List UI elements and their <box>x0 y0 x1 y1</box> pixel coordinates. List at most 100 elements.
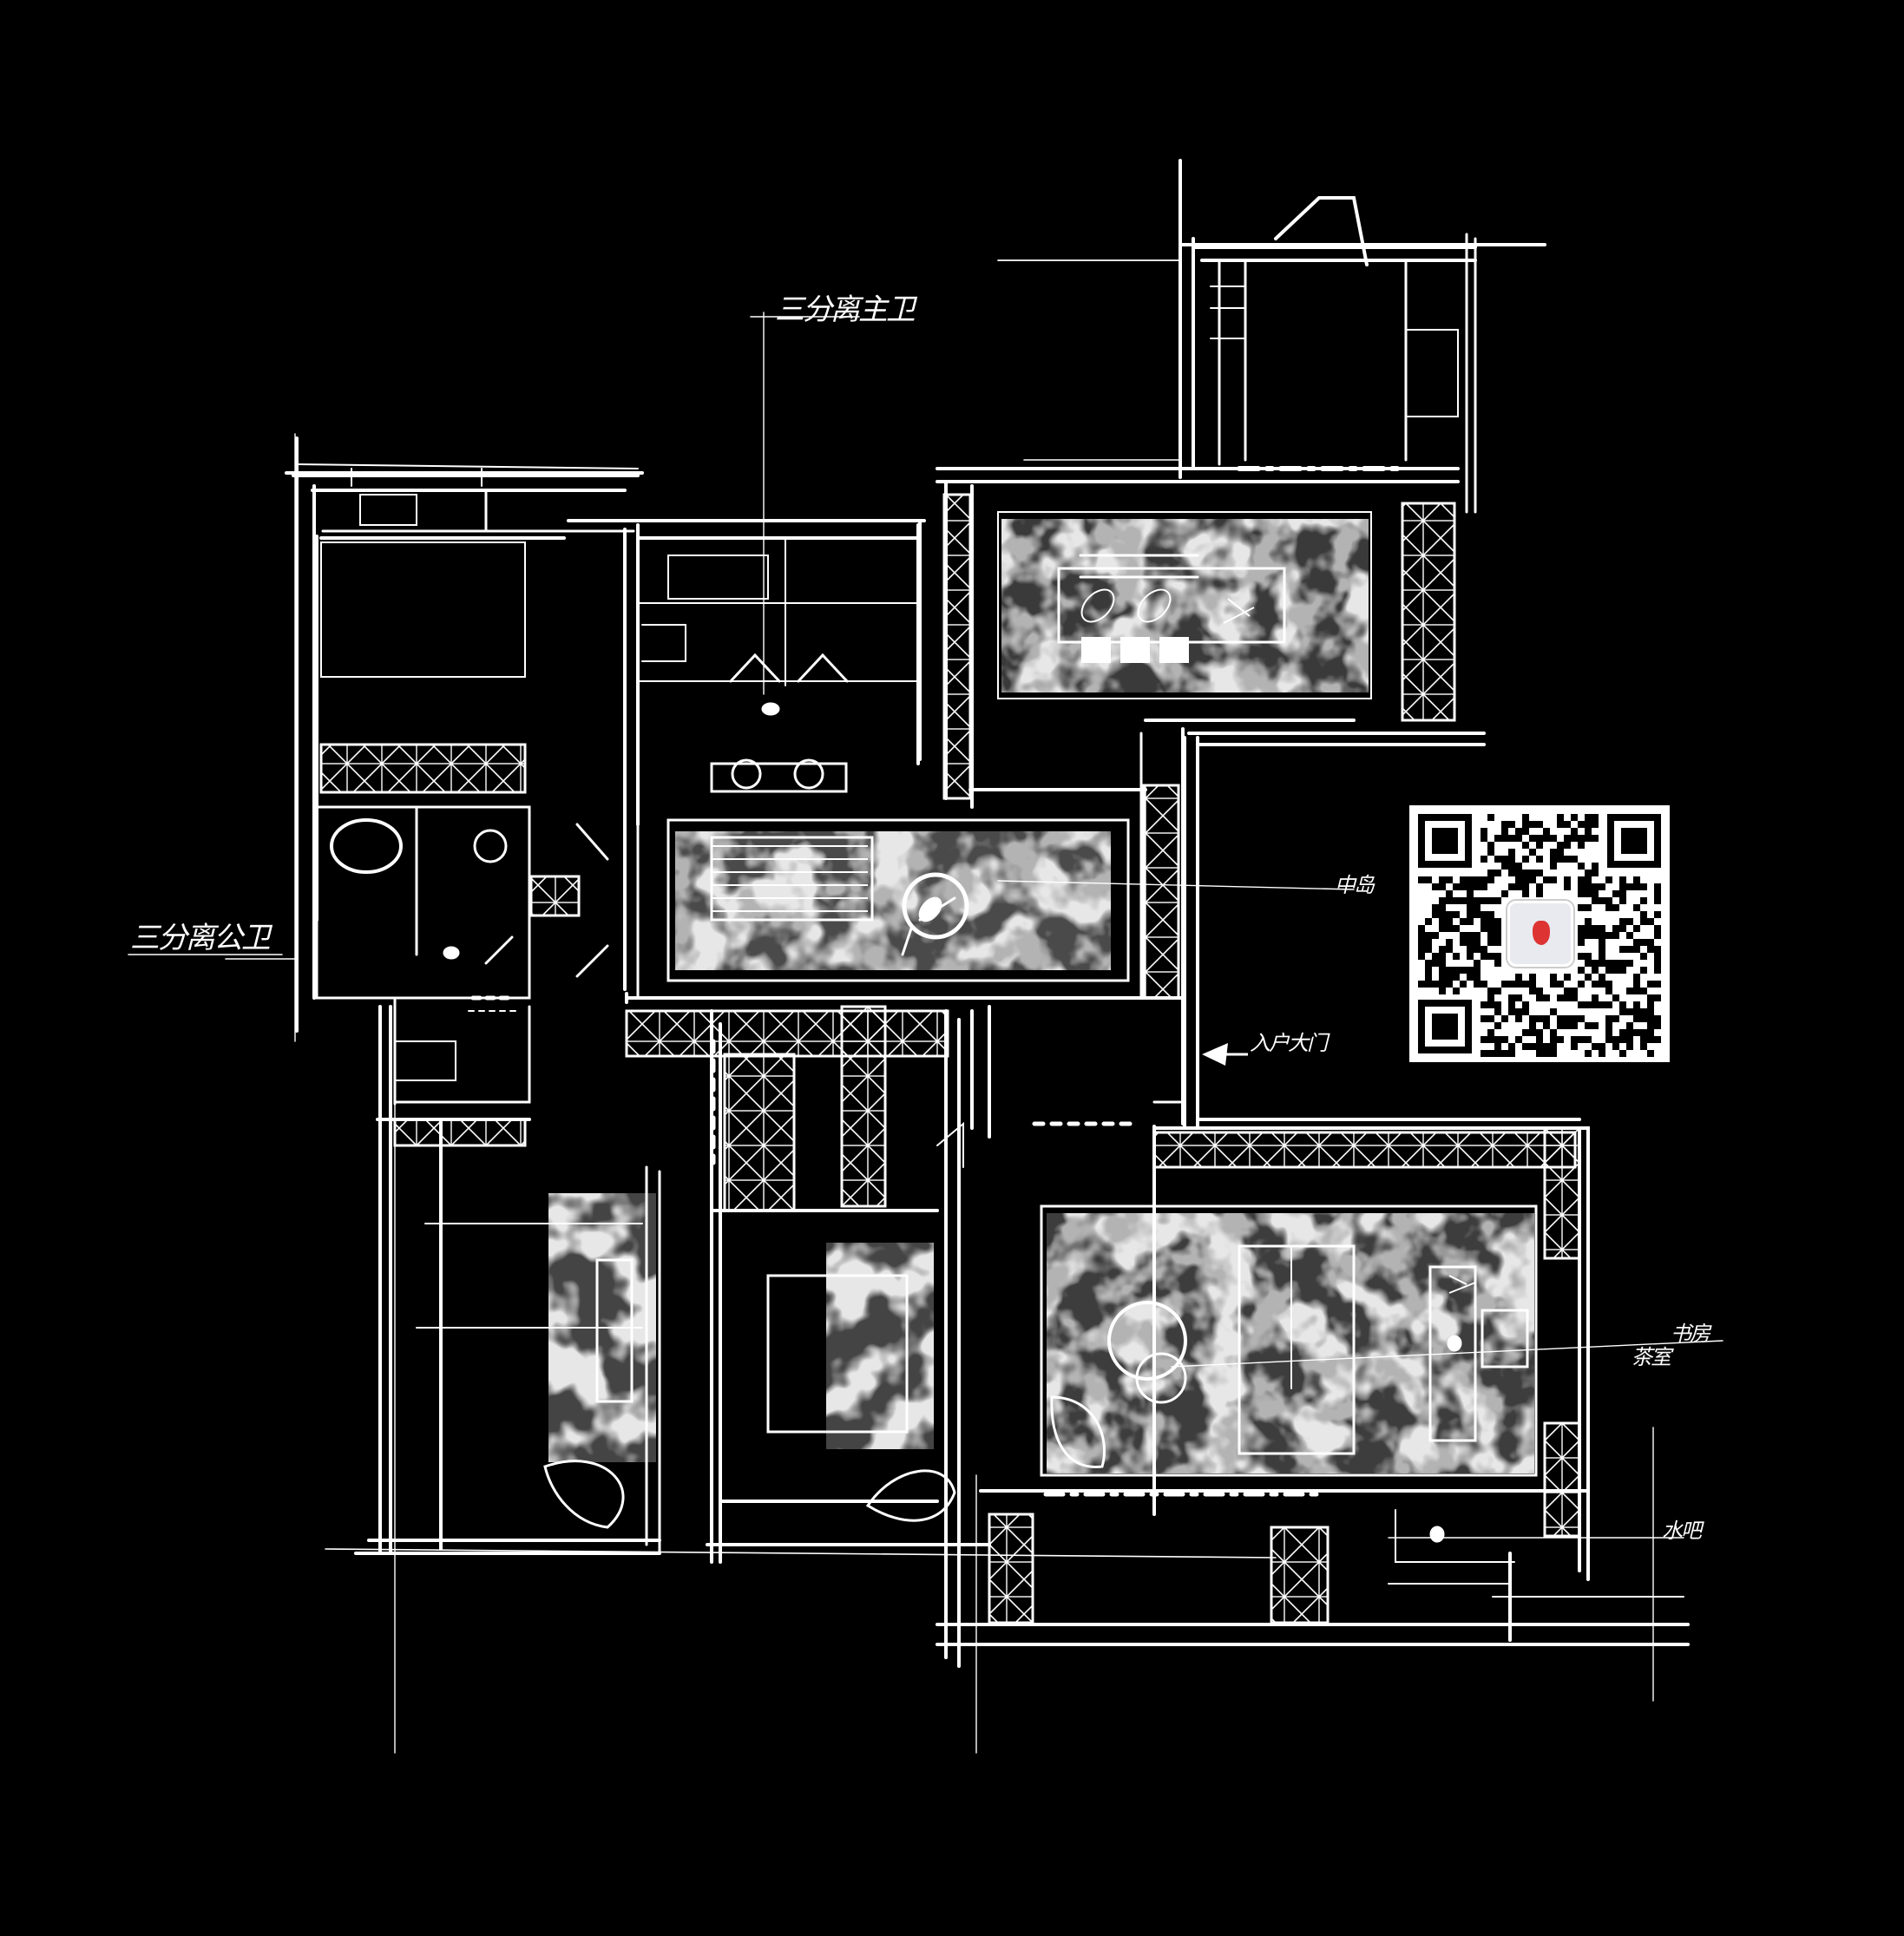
qr-module <box>1529 821 1536 828</box>
qr-module <box>1481 1036 1487 1043</box>
qr-module <box>1564 856 1571 863</box>
qr-module <box>1550 835 1557 842</box>
qr-module <box>1592 1043 1599 1050</box>
qr-module <box>1474 946 1481 953</box>
qr-module <box>1599 1050 1605 1057</box>
qr-module <box>1619 960 1626 967</box>
qr-module <box>1425 932 1432 939</box>
qr-module <box>1487 911 1494 918</box>
qr-module <box>1439 911 1446 918</box>
qr-module <box>1557 821 1564 828</box>
qr-module <box>1640 939 1647 946</box>
qr-module <box>1647 1001 1654 1008</box>
qr-module <box>1487 1015 1494 1022</box>
qr-module <box>1425 981 1432 988</box>
qr-module <box>1467 911 1474 918</box>
qr-module <box>1418 981 1425 988</box>
qr-module <box>1599 946 1605 953</box>
qr-module <box>1619 925 1626 932</box>
qr-module <box>1585 821 1592 828</box>
qr-module <box>1550 1029 1557 1036</box>
qr-module <box>1605 1029 1612 1036</box>
qr-module <box>1501 1036 1508 1043</box>
qr-module <box>1578 1001 1585 1008</box>
qr-module <box>1647 1008 1654 1015</box>
qr-module <box>1501 1015 1508 1022</box>
qr-module <box>1494 1036 1501 1043</box>
qr-module <box>1529 981 1536 988</box>
qr-module <box>1536 988 1543 994</box>
qr-module <box>1605 932 1612 939</box>
qr-module <box>1515 994 1522 1001</box>
qr-module <box>1522 1001 1529 1008</box>
qr-module <box>1515 835 1522 842</box>
qr-module <box>1529 988 1536 994</box>
qr-module <box>1453 897 1460 904</box>
qr-module <box>1592 890 1599 897</box>
qr-module <box>1619 876 1626 883</box>
qr-module <box>1599 960 1605 967</box>
qr-module <box>1481 835 1487 842</box>
qr-module <box>1585 876 1592 883</box>
qr-module <box>1578 821 1585 828</box>
qr-module <box>1494 918 1501 925</box>
qr-module <box>1592 897 1599 904</box>
qr-module <box>1481 1001 1487 1008</box>
qr-module <box>1515 1008 1522 1015</box>
qr-module <box>1654 883 1661 890</box>
qr-module <box>1467 939 1474 946</box>
qr-module <box>1453 911 1460 918</box>
qr-module <box>1494 1001 1501 1008</box>
qr-module <box>1640 911 1647 918</box>
qr-module <box>1592 883 1599 890</box>
qr-module <box>1494 856 1501 863</box>
qr-module <box>1585 904 1592 911</box>
walls <box>128 159 1723 1754</box>
qr-module <box>1564 821 1571 828</box>
qr-module <box>1453 953 1460 960</box>
qr-module <box>1647 918 1654 925</box>
dancer-icon <box>1507 901 1573 967</box>
label-top-bath: 三分离主卫 <box>775 292 918 327</box>
qr-module <box>1508 821 1515 828</box>
qr-module <box>1453 988 1460 994</box>
label-study: 书房 <box>1671 1322 1712 1346</box>
qr-module <box>1626 960 1633 967</box>
qr-module <box>1619 1008 1626 1015</box>
qr-module <box>1619 918 1626 925</box>
qr-module <box>1536 1029 1543 1036</box>
qr-module <box>1633 974 1640 981</box>
qr-module <box>1654 967 1661 974</box>
qr-module <box>1474 960 1481 967</box>
qr-module <box>1564 842 1571 849</box>
qr-module <box>1460 876 1467 883</box>
qr-module <box>1571 988 1578 994</box>
qr-module <box>1522 1043 1529 1050</box>
qr-module <box>1578 1015 1585 1022</box>
qr-module <box>1592 814 1599 821</box>
qr-module <box>1564 835 1571 842</box>
qr-module <box>1446 897 1453 904</box>
qr-module <box>1418 939 1425 946</box>
qr-module <box>1529 849 1536 856</box>
qr-module <box>1460 918 1467 925</box>
qr-module <box>1515 870 1522 876</box>
qr-module <box>1474 932 1481 939</box>
qr-module <box>1515 981 1522 988</box>
qr-module <box>1432 911 1439 918</box>
qr-module <box>1536 1050 1543 1057</box>
qr-module <box>1494 1008 1501 1015</box>
qr-module <box>1550 981 1557 988</box>
qr-module <box>1474 897 1481 904</box>
qr-module <box>1612 1036 1619 1043</box>
qr-module <box>1557 994 1564 1001</box>
qr-code <box>1409 805 1670 1062</box>
qr-module <box>1619 883 1626 890</box>
qr-module <box>1494 870 1501 876</box>
qr-module <box>1578 835 1585 842</box>
qr-module <box>1522 876 1529 883</box>
qr-module <box>1481 897 1487 904</box>
qr-module <box>1418 932 1425 939</box>
qr-module <box>1487 925 1494 932</box>
qr-module <box>1439 883 1446 890</box>
